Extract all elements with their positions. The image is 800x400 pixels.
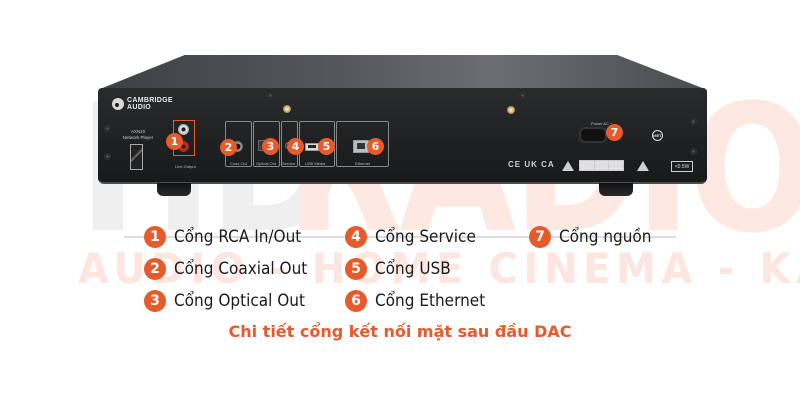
brand-circle-icon — [112, 98, 124, 110]
legend-item-rca: 1 Cổng RCA In/Out — [144, 225, 315, 249]
certification-marks: CE UK CA — [508, 160, 555, 169]
rca-jack-red — [178, 141, 189, 152]
device-foot-left — [157, 183, 191, 196]
brand-line1: CAMBRIDGE — [127, 97, 173, 104]
callout-badge-6: 6 — [367, 138, 384, 155]
brand-line2: AUDIO — [127, 104, 152, 111]
great-british-sound-logo — [130, 144, 143, 170]
callout-badge-2: 2 — [220, 139, 237, 156]
callout-badge-1: 1 — [166, 133, 183, 150]
model-subtitle: Network Player — [122, 135, 154, 140]
screw-icon — [690, 118, 697, 125]
warning-triangle-icon — [637, 161, 649, 171]
ethernet-frame — [336, 121, 389, 167]
service-label: Service — [282, 161, 296, 166]
legend-label: Cổng nguồn — [559, 227, 652, 247]
legend-number: 6 — [345, 290, 367, 312]
screw-icon — [690, 148, 697, 155]
legend-item-coaxial: 2 Cổng Coaxial Out — [144, 257, 322, 281]
antenna-connector-icon — [507, 106, 515, 114]
optical-frame — [253, 121, 280, 167]
legend-label: Cổng Service — [375, 227, 476, 247]
legend-label: Cổng USB — [375, 259, 451, 279]
callout-badge-3: 3 — [262, 138, 279, 155]
callout-badge-4: 4 — [287, 138, 304, 155]
legend-label: Cổng Optical Out — [174, 291, 305, 311]
usb-media-label: USB Media — [305, 161, 326, 166]
image-caption: Chi tiết cổng kết nối mặt sau đầu DAC — [228, 322, 572, 341]
legend-number: 7 — [529, 226, 551, 248]
iec-power-inlet — [579, 127, 607, 143]
legend-item-optical: 3 Cổng Optical Out — [144, 289, 320, 313]
coax-port — [232, 141, 243, 152]
met-logo: MET — [652, 130, 663, 141]
legend-number: 1 — [144, 226, 166, 248]
callout-badge-7: 7 — [606, 124, 623, 141]
screw-icon — [104, 153, 111, 160]
legend-number: 2 — [144, 258, 166, 280]
legend-item-power: 7 Cổng nguồn — [529, 225, 662, 249]
coax-out-label: Coax Out — [230, 161, 247, 166]
screw-icon — [267, 92, 274, 99]
legend-label: Cổng Ethernet — [375, 291, 486, 311]
legend-label: Cổng Coaxial Out — [174, 259, 308, 279]
ethernet-label: Ethernet — [355, 161, 371, 166]
legend-number: 4 — [345, 226, 367, 248]
optical-out-label: Optical Out — [256, 161, 277, 166]
rca-jack-white — [178, 124, 189, 135]
antenna-connector-icon — [283, 105, 291, 113]
callout-badge-5: 5 — [318, 138, 335, 155]
screw-icon — [519, 92, 526, 99]
device-foot-right — [599, 183, 633, 196]
legend-number: 5 — [345, 258, 367, 280]
legend-label: Cổng RCA In/Out — [174, 227, 302, 247]
legend-item-usb: 5 Cổng USB — [345, 257, 459, 281]
legend-item-service: 4 Cổng Service — [345, 225, 487, 249]
power-ac-label: Power AC ~ — [591, 121, 613, 126]
line-output-label: Line Output — [175, 164, 196, 169]
legend-number: 3 — [144, 290, 166, 312]
legend-item-ethernet: 6 Cổng Ethernet — [345, 289, 497, 313]
usb-port — [305, 143, 319, 151]
watermark-tagline: AUDIO - HOME CINEMA - KARAOKE — [78, 244, 800, 293]
caution-label — [579, 160, 624, 171]
cambridge-audio-logo: CAMBRIDGE AUDIO — [112, 97, 173, 111]
dac-rear-panel-photo: CAMBRIDGE AUDIO AXN10 Network Player Lin… — [98, 55, 707, 196]
screw-icon — [104, 125, 111, 132]
warning-triangle-icon — [562, 161, 574, 171]
legend-divider — [124, 236, 676, 238]
model-label: AXN10 Network Player — [120, 129, 156, 141]
model-name: AXN10 — [130, 129, 146, 134]
device-top-lid — [100, 55, 705, 89]
standby-power-badge: <0.5W — [671, 161, 693, 172]
